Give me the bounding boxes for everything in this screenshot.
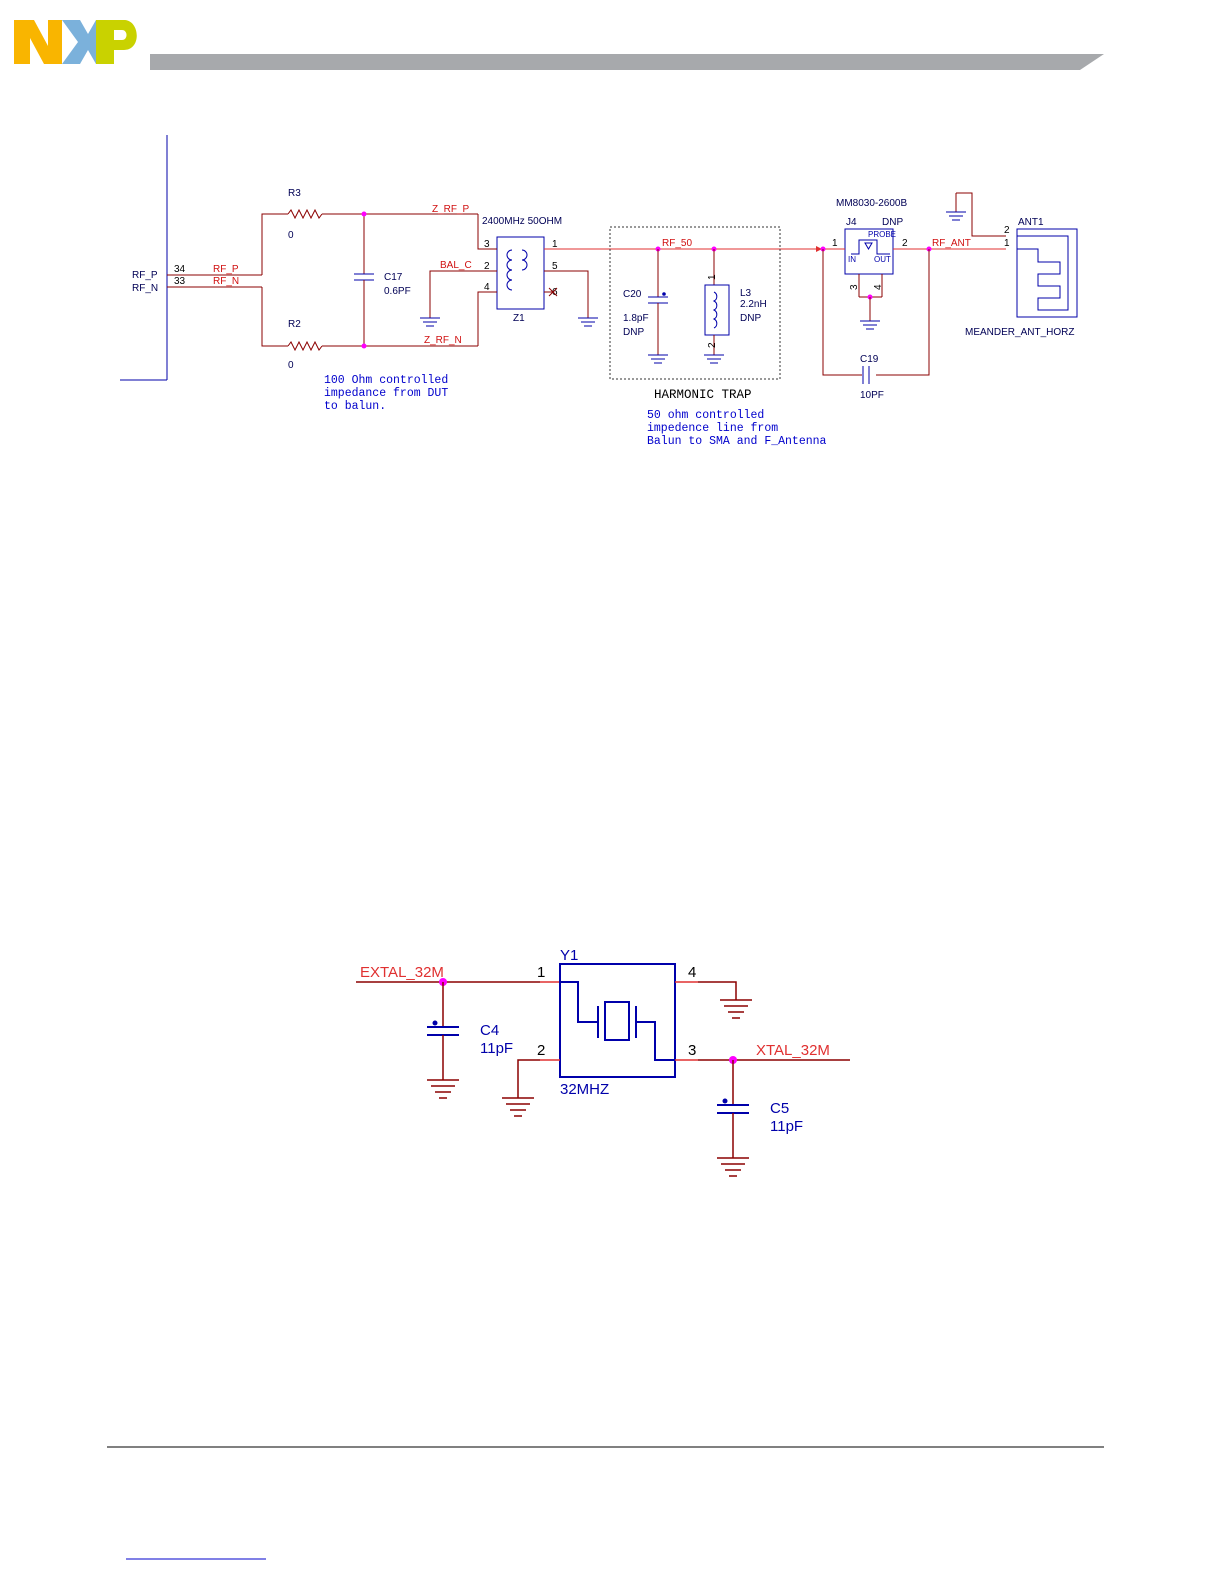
c19-value: 10PF [860, 390, 884, 401]
note-50ohm-line3: Balun to SMA and F_Antenna [647, 435, 827, 448]
pin-33: 33 [174, 276, 186, 287]
balun-label: 2400MHz 50OHM [482, 216, 562, 227]
c4-ref: C4 [480, 1022, 499, 1039]
pin-number-label: 5 [552, 261, 558, 272]
l3-note: DNP [740, 313, 761, 324]
nxp-logo [14, 20, 137, 64]
pin-number-label: 4 [688, 964, 696, 981]
pin-number-label: OUT [874, 255, 891, 264]
pin-number-label: 4 [873, 284, 884, 290]
pin-number-label: 3 [688, 1042, 696, 1059]
c4-value: 11pF [480, 1040, 513, 1057]
pin-number-label: 3 [484, 239, 490, 250]
c20-ref: C20 [623, 289, 642, 300]
pin-number-label: 3 [849, 284, 860, 290]
net-extal: EXTAL_32M [360, 964, 444, 981]
l3-ref: L3 [740, 288, 752, 299]
c20-value: 1.8pF [623, 313, 649, 324]
pin-number-label: 1 [832, 238, 838, 249]
j4-part: MM8030-2600B [836, 198, 907, 209]
pin-number-label: 2 [1004, 225, 1010, 236]
note-dut-line2: impedance from DUT [324, 387, 448, 400]
pin-number-label: 1 [707, 274, 718, 280]
y1-value: 32MHZ [560, 1081, 609, 1098]
rf-p-pin-label: RF_P [132, 270, 158, 281]
ant1-part: MEANDER_ANT_HORZ [965, 327, 1074, 338]
pin-number-label: 2 [707, 342, 718, 348]
pin-number-label: 1 [537, 964, 545, 981]
pin-34: 34 [174, 264, 186, 275]
c17-ref: C17 [384, 272, 403, 283]
pin-number-label: 2 [902, 238, 908, 249]
net-rf-50: RF_50 [662, 238, 692, 249]
pin-number-label: PROBE [868, 230, 896, 239]
balun-ref: Z1 [513, 313, 525, 324]
pin-number-label: IN [848, 255, 856, 264]
c5-value: 11pF [770, 1118, 803, 1135]
c17-value: 0.6PF [384, 286, 411, 297]
rf-schematic: RF_P RF_N 34 33 RF_P RF_N R3 0 Z_RF_P R2… [120, 135, 1078, 448]
j4-note: DNP [882, 217, 903, 228]
r3-ref: R3 [288, 188, 301, 199]
c20-note: DNP [623, 327, 644, 338]
r3-value: 0 [288, 230, 294, 241]
note-50ohm-line1: 50 ohm controlled [647, 409, 764, 422]
pin-number-label: 2 [484, 261, 490, 272]
header-bar [150, 54, 1104, 70]
pin-number-label: 4 [484, 282, 490, 293]
pin-number-label: 1 [552, 239, 558, 250]
j4-ref: J4 [846, 217, 857, 228]
ant1-ref: ANT1 [1018, 217, 1044, 228]
net-rf-ant: RF_ANT [932, 238, 971, 249]
note-dut-line1: 100 Ohm controlled [324, 374, 448, 387]
pin-number-label: 1 [1004, 238, 1010, 249]
y1-ref: Y1 [560, 947, 578, 964]
xtal-schematic: EXTAL_32M C4 11pF Y1 32MHZ 1 2 3 4 [356, 947, 850, 1177]
pin-number-label: 2 [537, 1042, 545, 1059]
net-z-rf-n: Z_RF_N [424, 335, 462, 346]
rf-n-pin-label: RF_N [132, 283, 158, 294]
pin-number-label: 6 [552, 287, 558, 298]
note-50ohm-line2: impedence line from [647, 422, 778, 435]
note-dut-line3: to balun. [324, 400, 386, 413]
net-z-rf-p: Z_RF_P [432, 204, 470, 215]
l3-value: 2.2nH [740, 299, 767, 310]
net-rf-n: RF_N [213, 276, 239, 287]
net-xtal: XTAL_32M [756, 1042, 830, 1059]
net-bal-c: BAL_C [440, 260, 472, 271]
harmonic-trap-label: HARMONIC TRAP [654, 388, 752, 402]
net-rf-p: RF_P [213, 264, 239, 275]
r2-ref: R2 [288, 319, 301, 330]
r2-value: 0 [288, 360, 294, 371]
c19-ref: C19 [860, 354, 879, 365]
c5-ref: C5 [770, 1100, 789, 1117]
